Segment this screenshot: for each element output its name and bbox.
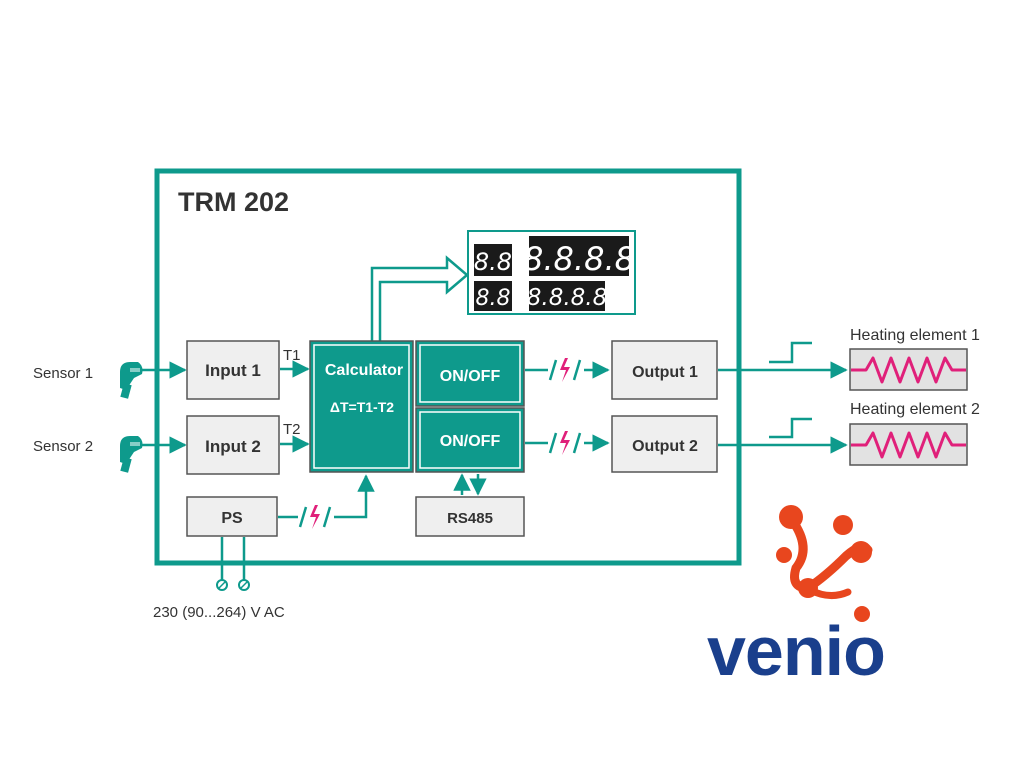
display-small-2-digits: 8.8 [476,286,511,311]
resistor-coil-icon [851,356,966,384]
heater-1-label: Heating element 1 [850,327,980,344]
calculator-formula: ΔT=T1-T2 [330,399,394,415]
output-2-label: Output 2 [632,438,698,455]
signal-t2-label: T2 [283,421,301,438]
input-2-label: Input 2 [205,437,261,456]
rs485-block [415,496,525,537]
onoff-2-block [415,407,525,473]
venio-logo-text: venio [707,612,885,690]
calculator-title: Calculator [325,362,403,379]
heater-1 [849,348,968,391]
signal-t1-label: T1 [283,347,301,364]
onoff-1-block [415,340,525,407]
display-large-1-digits: 8.8.8.8 [523,240,635,278]
thermocouple-probe-icon [120,436,143,473]
input-2-block [186,415,280,475]
terminal-screw-icon [216,579,228,591]
step-signal-icon [769,417,812,439]
input-1-block [186,340,280,400]
display-large-2 [529,281,605,311]
rs485-label: RS485 [447,510,493,527]
isolation-icon [298,505,334,529]
isolation-icon [548,358,584,382]
thermocouple-probe-icon [120,362,143,399]
heater-2-label: Heating element 2 [850,401,980,418]
device-frame [154,168,742,566]
sensor-2-label: Sensor 2 [33,438,93,455]
display-large-1 [529,236,629,276]
display-small-2 [474,281,512,311]
resistor-coil-icon [851,431,966,459]
calculator-to-display-arrow [370,255,469,341]
output-1-label: Output 1 [632,364,698,381]
power-label: 230 (90...264) V AC [153,604,285,621]
sensor-1-label: Sensor 1 [33,365,93,382]
heater-2 [849,423,968,466]
terminal-screw-icon [238,579,250,591]
venio-mark-icon [776,505,873,622]
venio-logo: venio [707,505,886,690]
isolation-icon [548,431,584,455]
output-1-block [611,340,718,400]
onoff-1-label: ON/OFF [440,368,501,385]
output-2-block [611,415,718,473]
onoff-2-label: ON/OFF [440,433,501,450]
display-panel: 8.8 8.8.8.8 8.8 8.8.8.8 [467,230,636,315]
ps-block [186,496,278,537]
device-title: TRM 202 [178,187,289,217]
display-small-1-digits: 8.8 [474,248,512,276]
display-small-1 [474,244,512,276]
ps-label: PS [221,510,243,527]
display-large-2-digits: 8.8.8.8 [527,285,607,311]
step-signal-icon [769,341,812,364]
input-1-label: Input 1 [205,361,261,380]
calculator-block [309,340,414,473]
